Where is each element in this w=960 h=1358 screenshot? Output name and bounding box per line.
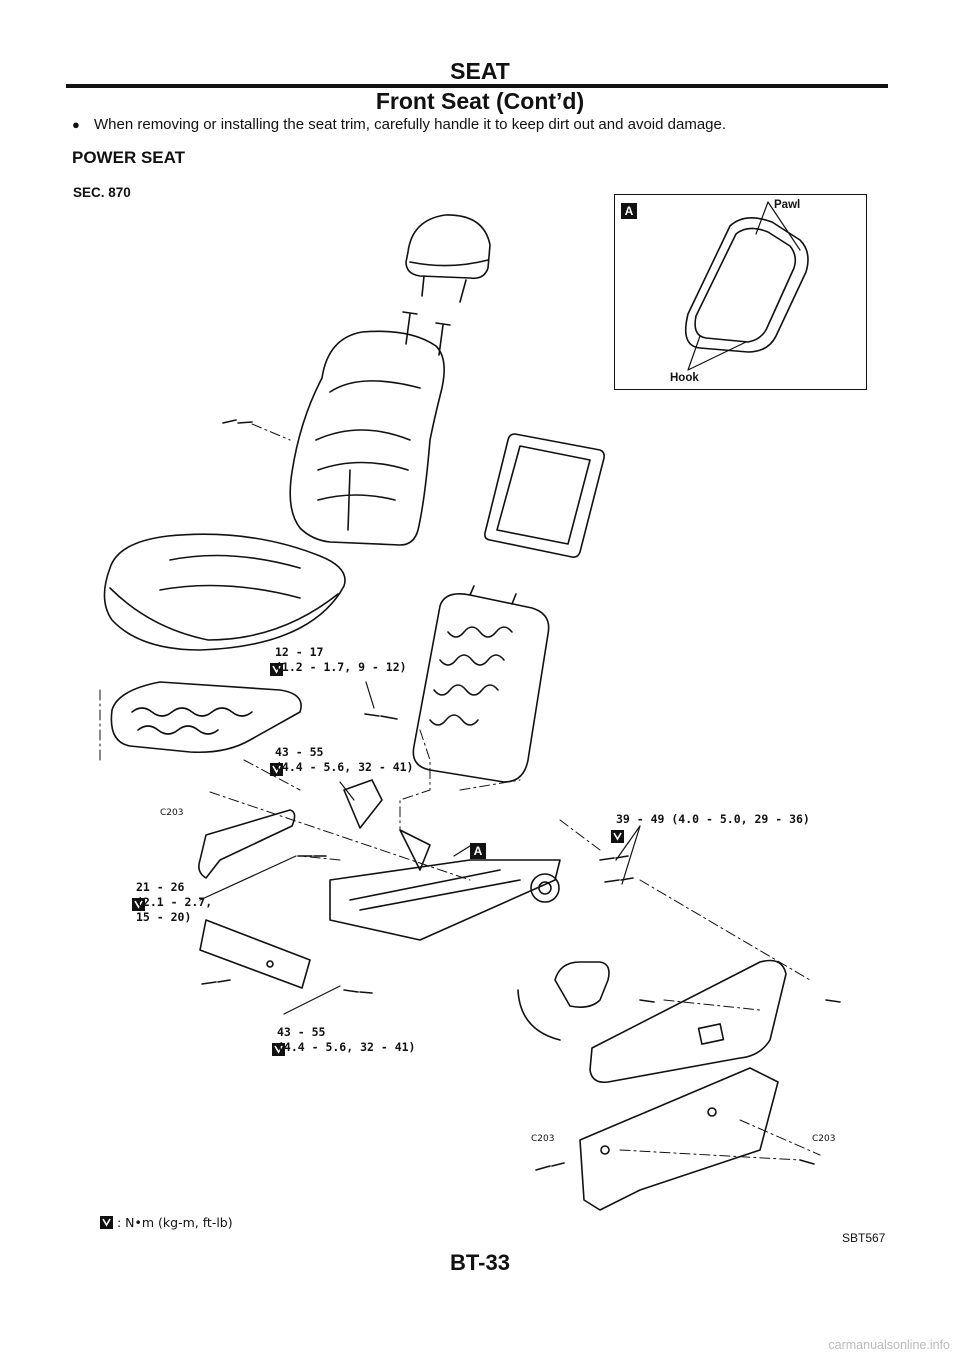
torque-value: 43 - 55 (4.4 - 5.6, 32 - 41) bbox=[277, 1025, 416, 1054]
note-text: When removing or installing the seat tri… bbox=[94, 116, 727, 133]
cushion-frame bbox=[110, 681, 302, 754]
hook-label: Hook bbox=[670, 372, 699, 384]
torque-value: 43 - 55 (4.4 - 5.6, 32 - 41) bbox=[275, 745, 414, 774]
torque-icon bbox=[610, 830, 624, 843]
torque-icon bbox=[269, 663, 283, 676]
legend-text: : N•m (kg-m, ft-lb) bbox=[117, 1215, 233, 1230]
torque-value: 12 - 17 (1.2 - 1.7, 9 - 12) bbox=[275, 645, 407, 674]
torque-callout bbox=[258, 1028, 289, 1058]
legend: : N•m (kg-m, ft-lb) bbox=[100, 1215, 233, 1230]
seatback-frame bbox=[412, 585, 550, 783]
pawl-label: Pawl bbox=[774, 199, 801, 211]
torque-callout bbox=[256, 748, 287, 778]
watermark[interactable]: carmanualsonline.info bbox=[828, 1338, 950, 1352]
header-rule bbox=[66, 84, 888, 88]
bolts bbox=[201, 419, 841, 1171]
motor-assembly bbox=[517, 961, 610, 1041]
section-title: SEAT bbox=[450, 58, 510, 84]
inset-drawing bbox=[684, 217, 809, 353]
torque-value: 39 - 49 (4.0 - 5.0, 29 - 36) bbox=[616, 812, 810, 826]
torque-icon bbox=[131, 898, 145, 911]
front-cover bbox=[198, 809, 296, 879]
section-code: SEC. 870 bbox=[73, 185, 131, 200]
clip-label: C203 bbox=[812, 1134, 836, 1144]
bullet-icon: ● bbox=[72, 117, 80, 132]
headrest-guides bbox=[402, 311, 451, 356]
clip-label: C203 bbox=[531, 1134, 555, 1144]
torque-icon bbox=[269, 763, 283, 776]
seatback bbox=[289, 330, 445, 546]
clip-label: C203 bbox=[160, 808, 184, 818]
side-cover-inner bbox=[579, 1067, 779, 1211]
inset-tag: A bbox=[621, 203, 637, 219]
alignment-lines bbox=[99, 423, 821, 1161]
seat-adjuster bbox=[329, 829, 561, 941]
belt-buckle bbox=[343, 779, 383, 829]
torque-callout bbox=[256, 648, 287, 678]
detail-marker: A bbox=[470, 843, 486, 859]
torque-icon bbox=[100, 1216, 113, 1229]
back-panel bbox=[484, 433, 605, 558]
detail-inset bbox=[614, 194, 867, 390]
page-number: BT-33 bbox=[450, 1250, 510, 1275]
page-title: Front Seat (Cont’d) bbox=[375, 88, 585, 114]
figure-code: SBT567 bbox=[842, 1231, 886, 1245]
lower-trim bbox=[199, 919, 311, 989]
torque-icon bbox=[271, 1043, 285, 1056]
leader-lines bbox=[199, 201, 801, 1015]
note: ● When removing or installing the seat tr… bbox=[72, 116, 726, 133]
headrest bbox=[405, 214, 491, 303]
seat-cushion bbox=[103, 533, 346, 651]
torque-value: 21 - 26 (2.1 - 2.7, 15 - 20) bbox=[136, 880, 213, 924]
torque-callout bbox=[597, 815, 628, 845]
subheading: POWER SEAT bbox=[72, 148, 186, 167]
side-cover-outer bbox=[589, 959, 787, 1084]
torque-callout bbox=[118, 883, 149, 913]
